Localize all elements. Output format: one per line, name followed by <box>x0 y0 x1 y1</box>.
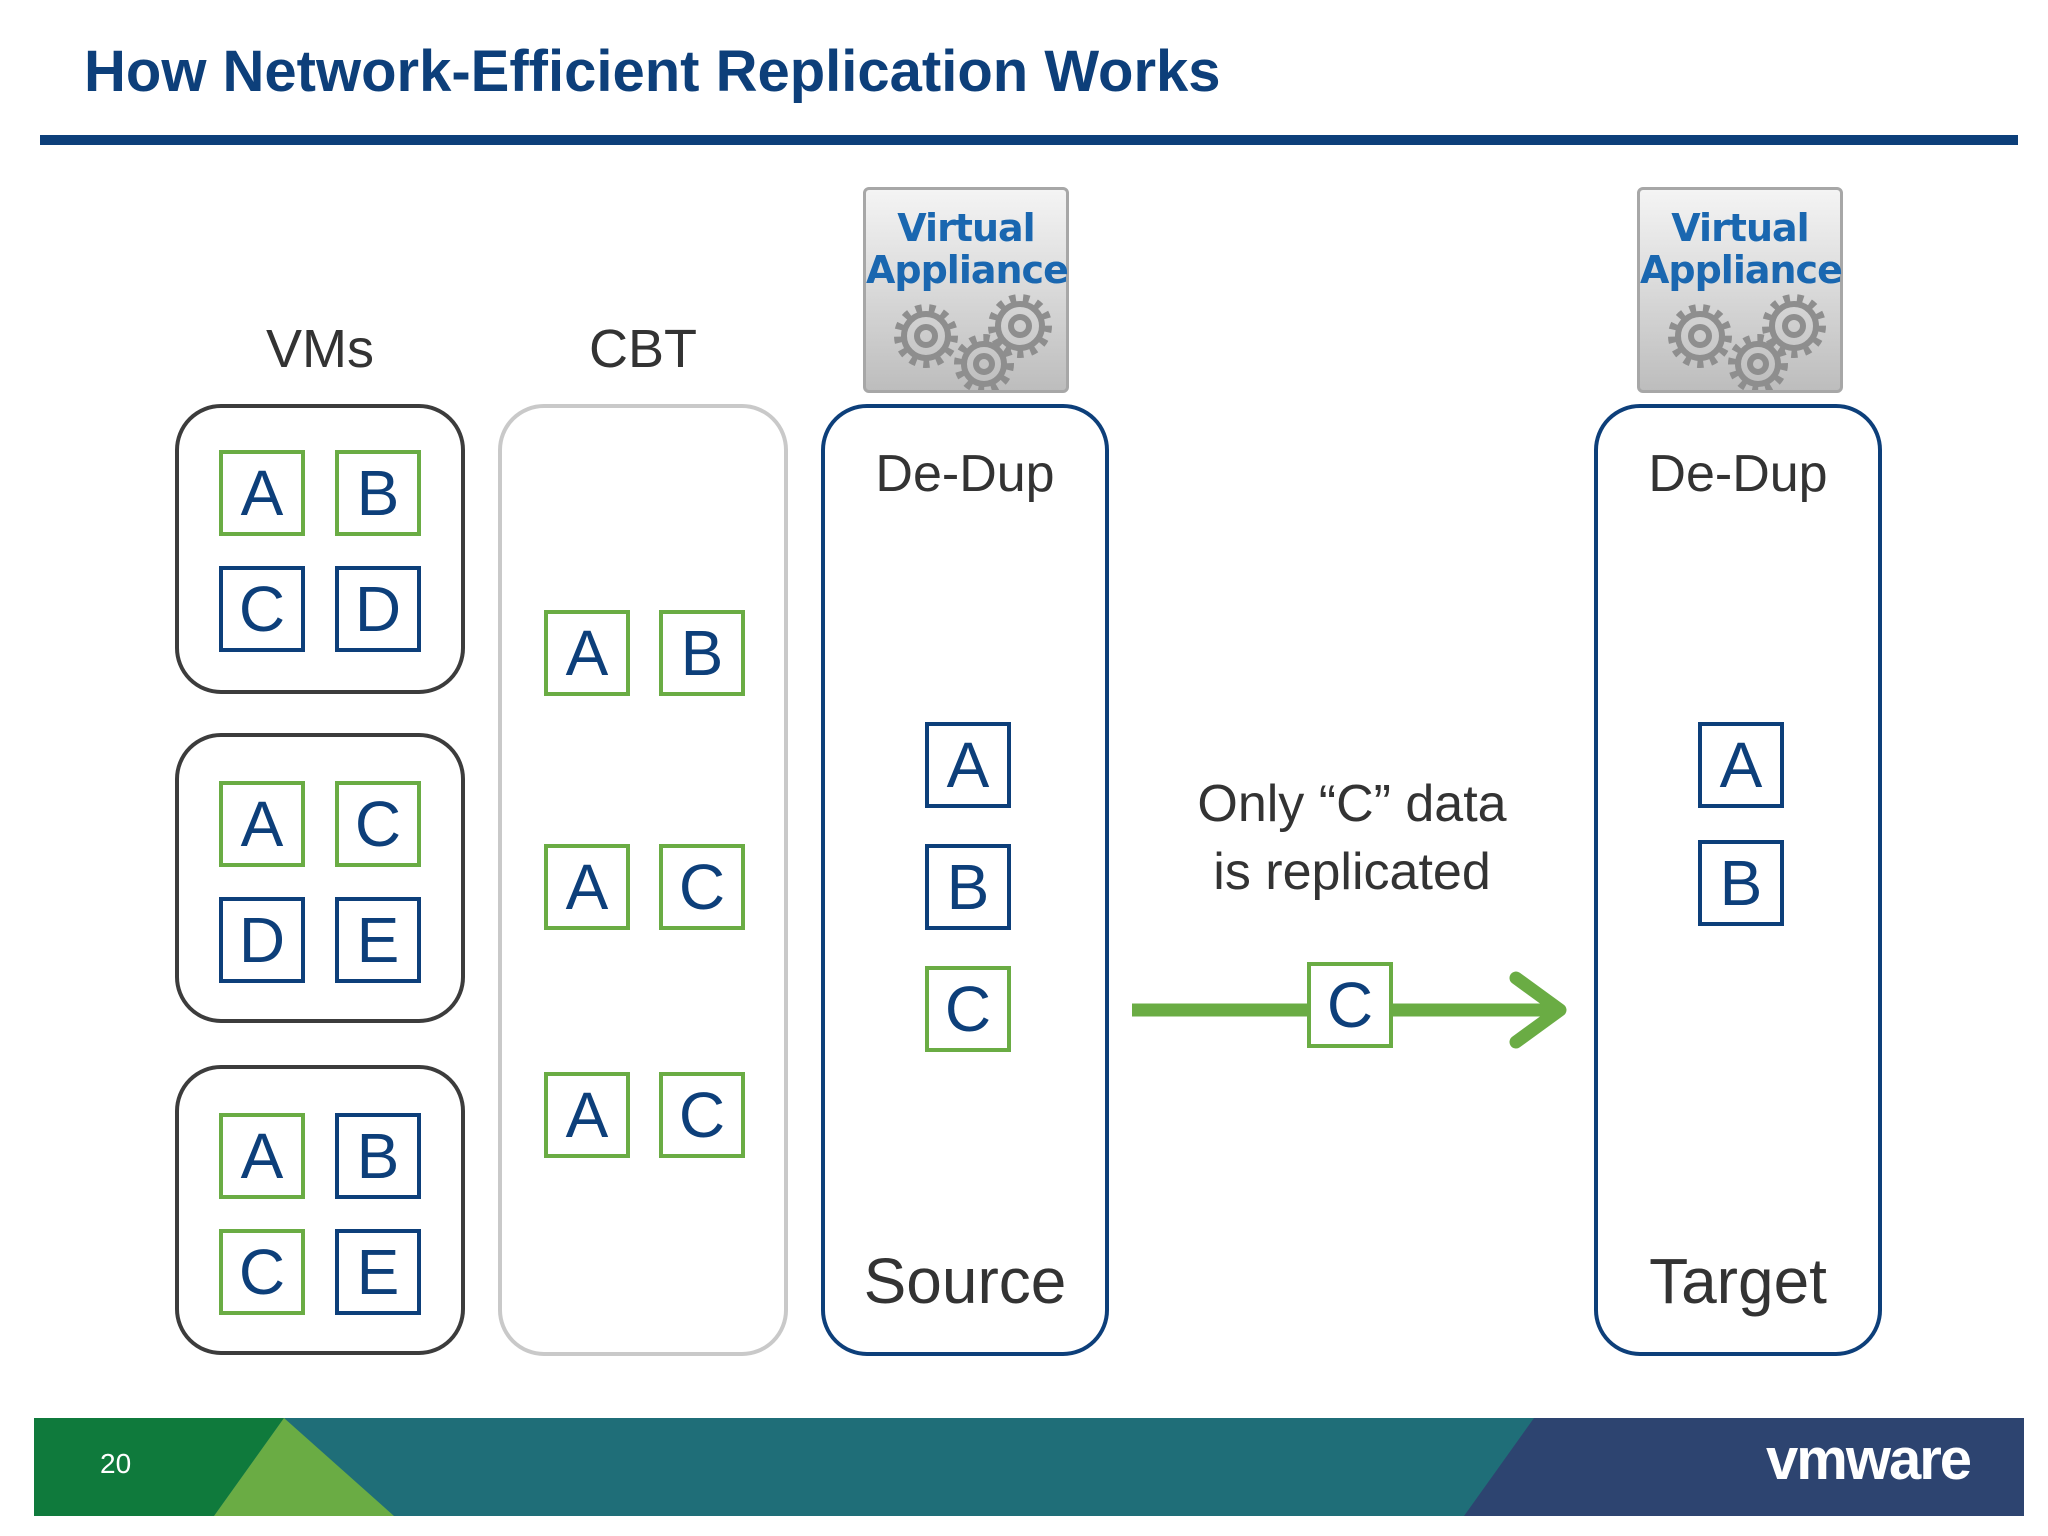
block-a: A <box>219 1113 305 1199</box>
block-e: E <box>335 897 421 983</box>
block-c: C <box>335 781 421 867</box>
block-a: A <box>1698 722 1784 808</box>
footer-band <box>34 1418 2024 1516</box>
block-b: B <box>335 450 421 536</box>
gears-icon <box>894 294 1052 390</box>
block-a: A <box>925 722 1011 808</box>
page-number: 20 <box>100 1448 132 1479</box>
gears-icon <box>1668 294 1826 390</box>
block-c: C <box>659 1072 745 1158</box>
block-a: A <box>544 610 630 696</box>
target-label: Target <box>1649 1245 1827 1317</box>
virtual-appliance-line1: Virtual <box>897 206 1035 250</box>
vm-panel-2: A C D E <box>175 733 465 1023</box>
virtual-appliance-icon-source: Virtual Appliance <box>863 187 1069 393</box>
block-c: C <box>659 844 745 930</box>
block-b: B <box>1698 840 1784 926</box>
replication-note: Only “C” data is replicated <box>1142 770 1562 906</box>
block-c: C <box>925 966 1011 1052</box>
title-rule <box>40 135 2018 145</box>
source-dedup-panel: De-Dup A B C Source <box>821 404 1109 1356</box>
block-a: A <box>219 781 305 867</box>
slide-title: How Network-Efficient Replication Works <box>84 39 1221 104</box>
block-a: A <box>544 1072 630 1158</box>
virtual-appliance-icon-target: Virtual Appliance <box>1637 187 1843 393</box>
block-d: D <box>219 897 305 983</box>
block-a: A <box>219 450 305 536</box>
block-b: B <box>335 1113 421 1199</box>
vm-panel-3: A B C E <box>175 1065 465 1355</box>
block-c: C <box>219 566 305 652</box>
block-c: C <box>1307 962 1393 1048</box>
block-e: E <box>335 1229 421 1315</box>
block-c: C <box>219 1229 305 1315</box>
vms-label: VMs <box>266 319 374 379</box>
target-dedup-title: De-Dup <box>1648 445 1828 503</box>
block-b: B <box>925 844 1011 930</box>
block-d: D <box>335 566 421 652</box>
source-label: Source <box>863 1245 1067 1317</box>
replication-note-line2: is replicated <box>1213 843 1491 901</box>
virtual-appliance-line2: Appliance <box>866 248 1069 292</box>
cbt-panel: A B A C A C <box>498 404 788 1356</box>
virtual-appliance-line1: Virtual <box>1671 206 1809 250</box>
replication-note-line1: Only “C” data <box>1197 775 1507 833</box>
source-dedup-title: De-Dup <box>875 445 1055 503</box>
target-dedup-panel: De-Dup A B Target <box>1594 404 1882 1356</box>
block-b: B <box>659 610 745 696</box>
cbt-label: CBT <box>589 319 697 379</box>
vmware-logo: vmware <box>1766 1427 1972 1492</box>
block-a: A <box>544 844 630 930</box>
vm-panel-1: A B C D <box>175 404 465 694</box>
virtual-appliance-line2: Appliance <box>1640 248 1843 292</box>
